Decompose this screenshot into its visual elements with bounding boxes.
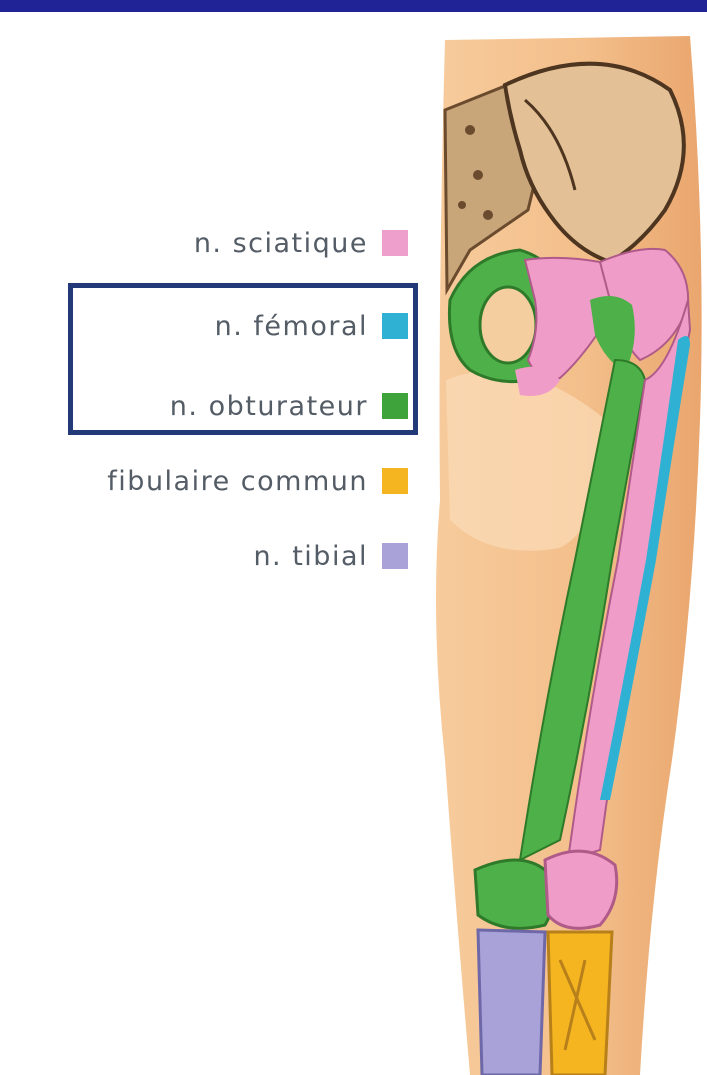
legend-item-fibular: fibulaire commun	[107, 463, 408, 499]
legend-swatch-sciatic	[382, 230, 408, 256]
legend-label-fibular: fibulaire commun	[107, 466, 368, 497]
obturator-foramen	[480, 287, 536, 363]
legend-label-tibial: n. tibial	[253, 541, 368, 572]
legend-label-sciatic: n. sciatique	[194, 228, 368, 259]
legend-swatch-fibular	[382, 468, 408, 494]
condyle-medial	[475, 860, 553, 928]
tibia-violet	[478, 930, 545, 1075]
legend-item-sciatic: n. sciatique	[194, 225, 408, 261]
legend-swatch-tibial	[382, 543, 408, 569]
condyle-lateral	[545, 851, 617, 928]
legend-item-tibial: n. tibial	[253, 538, 408, 574]
highlight-box	[68, 283, 418, 435]
